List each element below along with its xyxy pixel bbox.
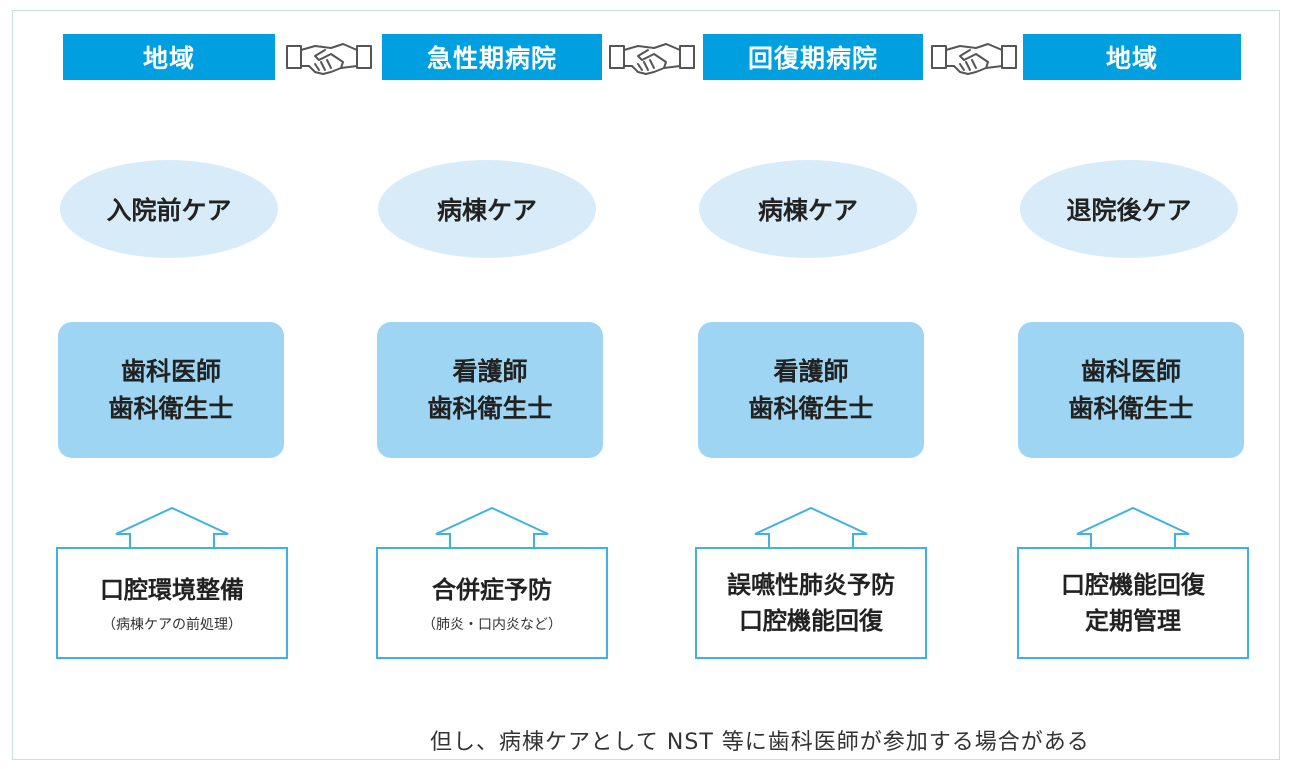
up-arrow-icon (435, 506, 549, 548)
care-oval-post-discharge: 退院後ケア (1020, 160, 1238, 258)
header-recovery-hospital: 回復期病院 (703, 34, 923, 80)
handshake-icon (609, 43, 695, 75)
care-label: 退院後ケア (1066, 196, 1192, 225)
care-label: 病棟ケア (436, 196, 537, 225)
task-label: 誤嚥性肺炎予防 (727, 571, 895, 599)
task-label: 合併症予防 (432, 576, 552, 604)
task-box-3: 誤嚥性肺炎予防 口腔機能回復 (695, 547, 927, 659)
role-line: 歯科衛生士 (1068, 394, 1194, 423)
up-arrow-icon (115, 506, 229, 548)
task-label: 口腔環境整備 (100, 576, 244, 604)
header-acute-hospital: 急性期病院 (382, 34, 602, 80)
task-label: 定期管理 (1085, 607, 1181, 635)
header-label: 急性期病院 (426, 44, 557, 73)
task-box-4: 口腔機能回復 定期管理 (1017, 547, 1249, 659)
role-box-4: 歯科医師 歯科衛生士 (1018, 322, 1244, 458)
care-label: 病棟ケア (757, 196, 858, 225)
role-box-3: 看護師 歯科衛生士 (698, 322, 924, 458)
role-line: 歯科衛生士 (748, 394, 874, 423)
task-label: 口腔機能回復 (1061, 571, 1205, 599)
task-note: （肺炎・口内炎など） (422, 617, 562, 633)
care-label: 入院前ケア (106, 196, 232, 225)
footnote: 但し、病棟ケアとして NST 等に歯科医師が参加する場合がある (430, 730, 1090, 755)
header-label: 回復期病院 (747, 44, 878, 73)
header-label: 地域 (142, 44, 195, 73)
care-oval-pre-admission: 入院前ケア (60, 160, 278, 258)
diagram-frame (12, 10, 1280, 760)
role-box-2: 看護師 歯科衛生士 (377, 322, 603, 458)
handshake-icon (931, 43, 1017, 75)
care-oval-ward-acute: 病棟ケア (378, 160, 596, 258)
role-line: 歯科医師 (120, 356, 221, 386)
task-label: 口腔機能回復 (739, 607, 883, 635)
role-line: 看護師 (773, 356, 849, 386)
role-line: 歯科衛生士 (427, 394, 553, 423)
role-line: 歯科医師 (1080, 356, 1181, 386)
header-region-1: 地域 (63, 34, 275, 80)
care-oval-ward-recovery: 病棟ケア (699, 160, 917, 258)
role-line: 看護師 (452, 356, 528, 386)
up-arrow-icon (754, 506, 868, 548)
header-label: 地域 (1105, 44, 1158, 73)
handshake-icon (286, 43, 372, 75)
task-box-2: 合併症予防 （肺炎・口内炎など） (376, 547, 608, 659)
task-note: （病棟ケアの前処理） (102, 617, 242, 633)
task-box-1: 口腔環境整備 （病棟ケアの前処理） (56, 547, 288, 659)
header-region-2: 地域 (1023, 34, 1241, 80)
role-box-1: 歯科医師 歯科衛生士 (58, 322, 284, 458)
up-arrow-icon (1076, 506, 1190, 548)
role-line: 歯科衛生士 (108, 394, 234, 423)
